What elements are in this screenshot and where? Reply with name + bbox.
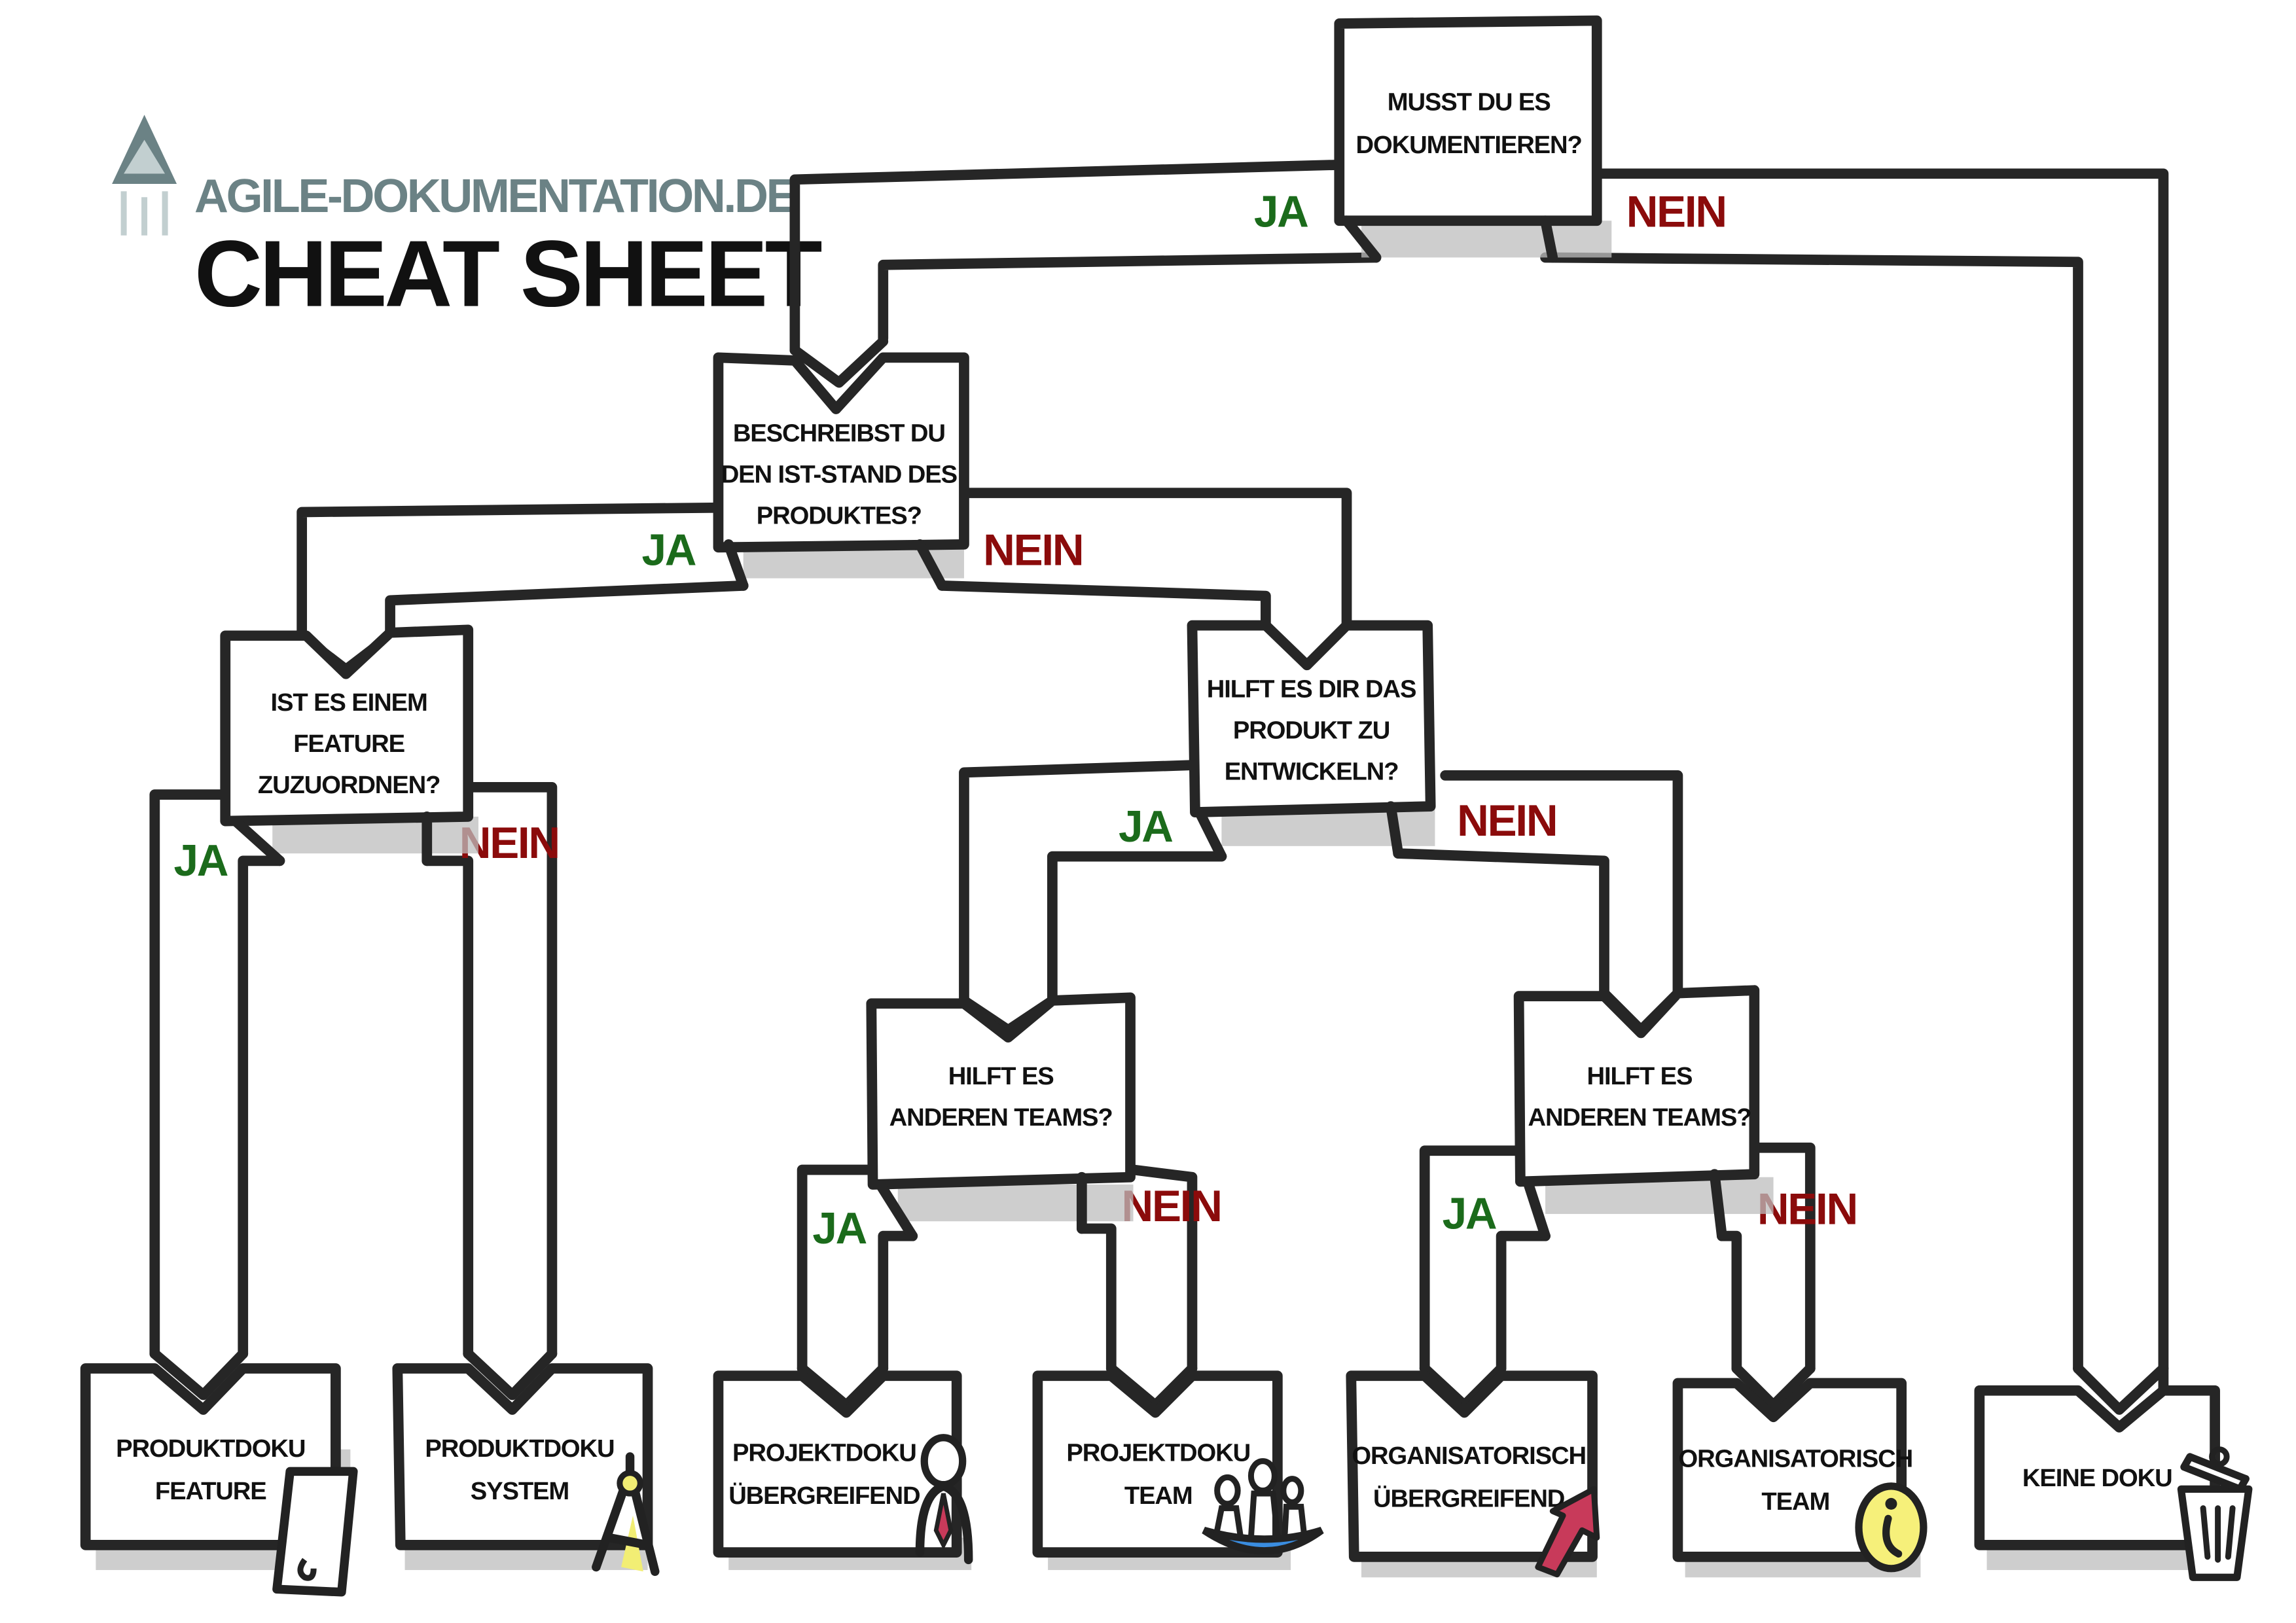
outcome-organisatorisch-uebergreifend: ORGANISATORISCH ÜBERGREIFEND bbox=[1346, 1370, 1600, 1578]
outcome-produktdoku-system: PRODUKTDOKU SYSTEM bbox=[392, 1363, 660, 1577]
outcome-1-line-1: PRODUKTDOKU bbox=[116, 1435, 305, 1463]
question-box-q5: HILFT ES ANDEREN TEAMS? bbox=[866, 992, 1136, 1241]
arrow-up-right-icon bbox=[1535, 1486, 1600, 1578]
outcome-2-line-1: PRODUKTDOKU bbox=[425, 1435, 614, 1463]
q4-no-label: NEIN bbox=[1457, 796, 1556, 846]
outcome-projektdoku-uebergreifend: PROJEKTDOKU ÜBERGREIFEND bbox=[713, 1370, 973, 1571]
q6-yes-label: JA bbox=[1443, 1189, 1496, 1238]
outcome-keine-doku: KEINE DOKU bbox=[1974, 1385, 2253, 1581]
q1-line-1: MUSST DU ES bbox=[1388, 88, 1551, 116]
outcome-6-line-2: TEAM bbox=[1761, 1488, 1829, 1516]
trash-can-icon bbox=[2177, 1446, 2253, 1581]
cheat-sheet-title: CHEAT SHEET bbox=[194, 222, 822, 327]
outcome-6-line-1: ORGANISATORISCH bbox=[1679, 1445, 1913, 1473]
question-box-q2: BESCHREIBST DU DEN IST-STAND DES PRODUKT… bbox=[713, 352, 969, 591]
info-icon bbox=[1855, 1482, 1928, 1573]
question-box-q1: MUSST DU ES DOKUMENTIEREN? bbox=[1334, 15, 1612, 263]
outcome-projektdoku-team: PROJEKTDOKU TEAM bbox=[1032, 1370, 1324, 1571]
businessman-icon bbox=[915, 1434, 973, 1565]
compass-icon bbox=[592, 1452, 660, 1577]
outcome-5-line-1: ORGANISATORISCH bbox=[1352, 1442, 1586, 1470]
q6-line-1: HILFT ES bbox=[1587, 1062, 1693, 1090]
q2-no-label: NEIN bbox=[983, 526, 1083, 575]
outcome-4-line-1: PROJEKTDOKU bbox=[1066, 1439, 1250, 1467]
q5-line-2: ANDEREN TEAMS? bbox=[889, 1103, 1113, 1132]
site-name: AGILE-DOKUMENTATION.DE bbox=[194, 170, 797, 223]
q4-line-1: HILFT ES DIR DAS bbox=[1207, 675, 1416, 704]
q6-no-label: NEIN bbox=[1757, 1185, 1857, 1234]
question-box-q3: IST ES EINEM FEATURE ZUZUORDNEN? bbox=[220, 624, 478, 866]
q1-yes-label: JA bbox=[1254, 187, 1308, 236]
q6-line-2: ANDEREN TEAMS? bbox=[1528, 1103, 1751, 1132]
outcome-2-line-2: SYSTEM bbox=[471, 1477, 569, 1505]
q3-line-1: IST ES EINEM bbox=[270, 688, 427, 717]
q3-line-3: ZUZUORDNEN? bbox=[258, 771, 440, 799]
outcome-5-line-2: ÜBERGREIFEND bbox=[1373, 1484, 1564, 1512]
logo: AGILE-DOKUMENTATION.DE CHEAT SHEET bbox=[112, 115, 825, 327]
q2-yes-label: JA bbox=[642, 526, 696, 575]
outcome-4-line-2: TEAM bbox=[1124, 1482, 1193, 1510]
q1-line-2: DOKUMENTIEREN? bbox=[1356, 131, 1582, 159]
q2-line-3: PRODUKTES? bbox=[757, 501, 922, 529]
smartphone-icon bbox=[272, 1467, 358, 1597]
question-box-q4: HILFT ES DIR DAS PRODUKT ZU ENTWICKELN? bbox=[1187, 620, 1436, 862]
q3-line-2: FEATURE bbox=[293, 730, 404, 758]
outcome-7-line-1: KEINE DOKU bbox=[2022, 1464, 2172, 1492]
outcome-1-line-2: FEATURE bbox=[155, 1477, 266, 1505]
team-boat-icon bbox=[1202, 1458, 1324, 1555]
q5-yes-label: JA bbox=[812, 1204, 866, 1253]
q1-no-label: NEIN bbox=[1626, 187, 1726, 236]
q2-line-2: DEN IST-STAND DES bbox=[721, 460, 957, 488]
q2-line-1: BESCHREIBST DU bbox=[733, 419, 945, 448]
q5-line-1: HILFT ES bbox=[948, 1062, 1054, 1090]
q4-line-3: ENTWICKELN? bbox=[1225, 758, 1399, 786]
outcome-3-line-2: ÜBERGREIFEND bbox=[728, 1482, 920, 1510]
q5-no-label: NEIN bbox=[1122, 1182, 1221, 1231]
q4-line-2: PRODUKT ZU bbox=[1233, 717, 1390, 745]
outcome-organisatorisch-team: ORGANISATORISCH TEAM bbox=[1672, 1378, 1928, 1578]
q4-yes-label: JA bbox=[1119, 802, 1172, 851]
outcome-produktdoku-feature: PRODUKTDOKU FEATURE bbox=[80, 1363, 358, 1597]
pencil-logo-icon bbox=[112, 115, 177, 236]
question-box-q6: HILFT ES ANDEREN TEAMS? bbox=[1513, 985, 1774, 1241]
q3-yes-label: JA bbox=[174, 836, 228, 885]
outcome-3-line-1: PROJEKTDOKU bbox=[732, 1439, 916, 1467]
branch-labels: JA NEIN JA NEIN JA NEIN JA NEIN JA NEIN … bbox=[174, 187, 1859, 1253]
